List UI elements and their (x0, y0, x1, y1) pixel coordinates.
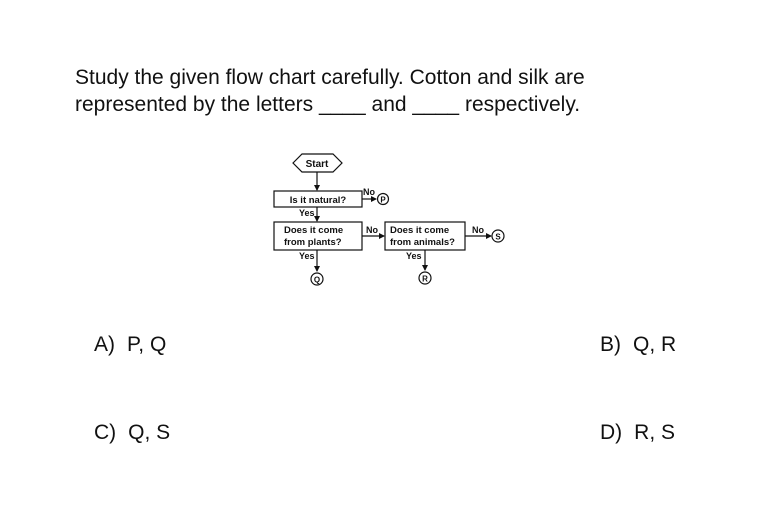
question-text: Study the given flow chart carefully. Co… (75, 64, 715, 118)
option-c-letter: C) (94, 421, 117, 444)
outcome-p-label: P (380, 196, 386, 205)
option-a-letter: A) (94, 333, 115, 356)
yes-label-1: Yes (299, 208, 315, 218)
question-line-1: Study the given flow chart carefully. Co… (75, 66, 585, 89)
outcome-s: S (491, 229, 505, 243)
decision-is-natural-label: Is it natural? (290, 195, 347, 206)
branch-not-animals: No (465, 225, 492, 239)
start-label: Start (306, 159, 329, 170)
branch-not-natural: No (362, 187, 377, 202)
option-a-text: P, Q (127, 333, 167, 356)
no-label-1: No (363, 187, 375, 197)
yes-label-2: Yes (299, 251, 315, 261)
yes-label-3: Yes (406, 251, 422, 261)
decision-from-animals-line-2: from animals? (390, 237, 455, 248)
option-d-letter: D) (600, 421, 623, 444)
outcome-r: R (418, 271, 432, 285)
decision-is-natural: Is it natural? (273, 190, 363, 208)
decision-from-plants-line-1: Does it come (284, 225, 343, 236)
no-label-3: No (472, 225, 484, 235)
decision-from-animals: Does it come from animals? (384, 221, 466, 251)
option-c[interactable]: C) Q, S (94, 421, 170, 445)
no-label-2: No (366, 225, 378, 235)
start-node: Start (292, 153, 343, 173)
option-b-letter: B) (600, 333, 621, 356)
decision-from-plants: Does it come from plants? (273, 221, 363, 251)
outcome-r-label: R (422, 275, 428, 284)
outcome-q-label: Q (314, 276, 320, 285)
option-a[interactable]: A) P, Q (94, 333, 166, 357)
option-b[interactable]: B) Q, R (600, 333, 676, 357)
branch-from-animals: Yes (406, 250, 428, 271)
branch-natural: Yes (299, 207, 320, 222)
option-d-text: R, S (634, 421, 676, 444)
decision-from-animals-line-1: Does it come (390, 225, 449, 236)
branch-from-plants: Yes (299, 250, 320, 272)
option-d[interactable]: D) R, S (600, 421, 675, 445)
branch-not-plants: No (362, 225, 385, 239)
decision-from-plants-line-2: from plants? (284, 237, 342, 248)
question-line-2: represented by the letters ____ and ____… (75, 93, 581, 116)
outcome-p: P (376, 192, 390, 206)
outcome-q: Q (310, 272, 324, 286)
option-c-text: Q, S (128, 421, 171, 444)
outcome-s-label: S (495, 233, 501, 242)
option-b-text: Q, R (633, 333, 677, 356)
